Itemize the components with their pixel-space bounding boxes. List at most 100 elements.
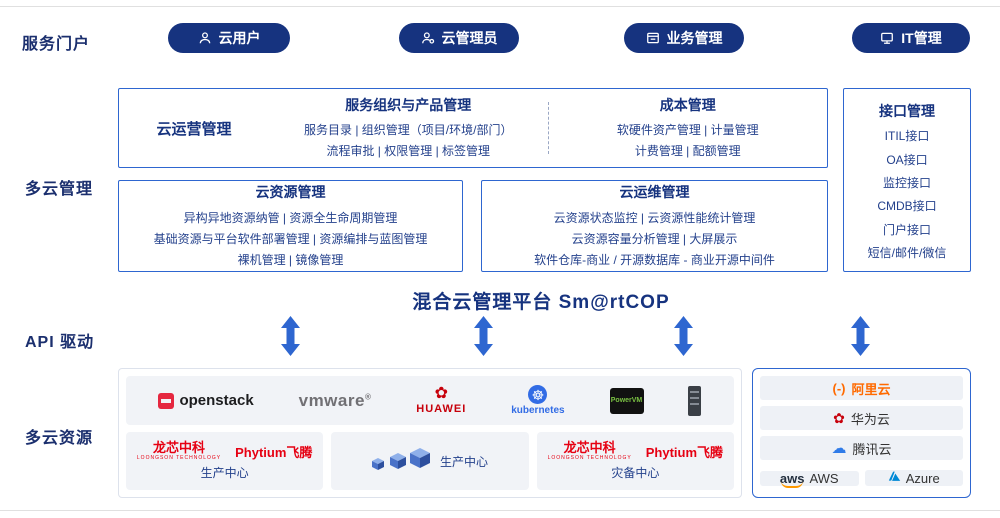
openstack-label: openstack: [179, 392, 254, 409]
phytium-logo: Phytium飞腾: [645, 444, 724, 460]
user-icon: [198, 31, 212, 45]
on-prem-resources-box: openstack vmware® ✿ HUAWEI ☸ kubernetes …: [118, 368, 742, 498]
aws-label: AWS: [809, 470, 839, 486]
interface-item: ITIL接口: [884, 129, 930, 144]
openstack-logo: openstack: [158, 392, 254, 409]
aws-cell: aws AWS: [760, 470, 859, 488]
service-org-line1: 服务目录 | 组织管理（项目/环境/部门）: [304, 122, 513, 137]
vmware-label: vmware: [298, 390, 365, 410]
vmware-logo: vmware®: [298, 390, 372, 410]
api-arrow-icon: [281, 316, 300, 361]
center-label: 灾备中心: [611, 466, 660, 480]
azure-label: Azure: [905, 470, 940, 486]
service-org-line2: 流程审批 | 权限管理 | 标签管理: [326, 143, 491, 158]
production-center-1: 龙芯中科 LOONGSON TECHNOLOGY Phytium飞腾 生产中心: [126, 432, 324, 490]
huawei-logo: ✿ HUAWEI: [416, 385, 467, 416]
disaster-recovery-center: 龙芯中科 LOONGSON TECHNOLOGY Phytium飞腾 灾备中心: [536, 432, 734, 490]
portal-row-label: 服务门户: [22, 36, 91, 53]
cubes-icon: [371, 446, 430, 477]
management-row-label: 多云管理: [25, 181, 94, 198]
loongson-sublabel: LOONGSON TECHNOLOGY: [136, 455, 222, 461]
tencent-cloud-label: 腾讯云: [852, 441, 892, 457]
huawei-cloud-row: ✿ 华为云: [760, 406, 963, 430]
interface-item: 监控接口: [882, 175, 931, 190]
cost-line1: 软硬件资产管理 | 计量管理: [616, 122, 759, 137]
business-window-icon: [646, 31, 660, 45]
dashed-divider: [547, 102, 549, 154]
api-row-label: API 驱动: [25, 334, 95, 351]
loongson-sublabel: LOONGSON TECHNOLOGY: [547, 455, 632, 461]
portal-button-label: IT管理: [901, 30, 942, 46]
cloud-resource-line1: 异构异地资源纳管 | 资源全生命周期管理: [183, 210, 398, 225]
cost-title: 成本管理: [659, 96, 716, 113]
kubernetes-wheel-icon: ☸: [528, 385, 548, 404]
cloud-operations-title: 云运营管理: [156, 120, 232, 138]
api-arrow-icon: [674, 316, 693, 361]
center-label: 生产中心: [439, 454, 488, 469]
interface-title: 接口管理: [879, 103, 935, 119]
huawei-label: HUAWEI: [416, 403, 467, 415]
aws-icon: aws: [779, 470, 805, 488]
portal-button-cloud-user[interactable]: 云用户: [168, 23, 290, 53]
portal-button-business-mgmt[interactable]: 业务管理: [624, 23, 744, 53]
cloud-resource-line2: 基础资源与平台软件部署管理 | 资源编排与蓝图管理: [153, 231, 428, 246]
portal-button-label: 云用户: [218, 30, 261, 46]
phytium-logo: Phytium飞腾: [235, 444, 313, 460]
public-cloud-box: (-) 阿里云 ✿ 华为云 ☁ 腾讯云 aws AWS Azure: [752, 368, 971, 498]
service-org-column: 服务组织与产品管理 服务目录 | 组织管理（项目/环境/部门） 流程审批 | 权…: [269, 95, 548, 162]
admin-user-icon: [421, 31, 435, 45]
azure-cell: Azure: [864, 470, 963, 486]
portal-button-it-mgmt[interactable]: IT管理: [852, 23, 970, 53]
interface-item: CMDB接口: [877, 199, 937, 214]
brand-row: 龙芯中科 LOONGSON TECHNOLOGY Phytium飞腾: [137, 441, 313, 461]
aliyun-label: 阿里云: [851, 381, 891, 397]
bottom-divider: [0, 510, 1000, 511]
cost-column: 成本管理 软硬件资产管理 | 计量管理 计费管理 | 配额管理: [549, 95, 828, 162]
resources-row-label: 多云资源: [25, 430, 94, 447]
tech-logo-strip: openstack vmware® ✿ HUAWEI ☸ kubernetes …: [126, 376, 734, 425]
production-center-2: 生产中心: [331, 432, 529, 490]
tencent-cloud-row: ☁ 腾讯云: [760, 436, 963, 460]
cloud-ops-title: 云运维管理: [619, 183, 690, 200]
huawei-cloud-label: 华为云: [850, 411, 890, 427]
cloud-ops-line3: 软件仓库-商业 / 开源数据库 - 商业开源中间件: [534, 252, 775, 267]
it-monitor-icon: [880, 31, 894, 45]
portal-button-cloud-admin[interactable]: 云管理员: [399, 23, 519, 53]
interface-item: 门户接口: [882, 222, 931, 237]
aliyun-row: (-) 阿里云: [760, 376, 963, 400]
powervm-logo: PowerVM: [609, 387, 644, 414]
kubernetes-label: kubernetes: [511, 405, 565, 416]
cloud-ops-box: 云运维管理 云资源状态监控 | 云资源性能统计管理 云资源容量分析管理 | 大屏…: [481, 180, 828, 272]
cloud-resource-title: 云资源管理: [255, 183, 326, 200]
brand-row: 龙芯中科 LOONGSON TECHNOLOGY Phytium飞腾: [548, 441, 724, 461]
top-divider: [0, 6, 1000, 7]
api-arrow-icon: [851, 316, 870, 361]
service-org-title: 服务组织与产品管理: [345, 96, 472, 113]
portal-button-label: 业务管理: [666, 30, 723, 46]
loongson-logo: 龙芯中科 LOONGSON TECHNOLOGY: [548, 441, 632, 461]
api-arrow-icon: [474, 316, 493, 361]
azure-icon: [888, 470, 901, 486]
interface-item: OA接口: [886, 152, 928, 167]
datacenter-row: 龙芯中科 LOONGSON TECHNOLOGY Phytium飞腾 生产中心 …: [126, 432, 734, 490]
openstack-icon: [158, 392, 175, 409]
cloud-resource-box: 云资源管理 异构异地资源纳管 | 资源全生命周期管理 基础资源与平台软件部署管理…: [118, 180, 463, 272]
cost-line2: 计费管理 | 配额管理: [634, 143, 741, 158]
loongson-label: 龙芯中科: [563, 440, 616, 455]
platform-title: 混合云管理平台 Sm@rtCOP: [412, 292, 670, 313]
aws-azure-row: aws AWS Azure: [760, 466, 963, 490]
cloud-resource-line3: 裸机管理 | 镜像管理: [237, 252, 344, 267]
huawei-flower-icon: ✿: [833, 410, 845, 426]
loongson-label: 龙芯中科: [153, 440, 206, 455]
interface-item: 短信/邮件/微信: [867, 245, 947, 260]
cloud-ops-line1: 云资源状态监控 | 云资源性能统计管理: [553, 210, 756, 225]
tencent-cloud-icon: ☁: [831, 439, 847, 457]
loongson-logo: 龙芯中科 LOONGSON TECHNOLOGY: [137, 441, 221, 461]
aliyun-icon: (-): [832, 380, 846, 396]
server-icon: [688, 385, 702, 416]
center-label: 生产中心: [200, 466, 249, 480]
kubernetes-logo: ☸ kubernetes: [511, 385, 565, 416]
huawei-flower-icon: ✿: [434, 385, 448, 402]
cloud-operations-box: 云运营管理 服务组织与产品管理 服务目录 | 组织管理（项目/环境/部门） 流程…: [118, 88, 828, 168]
cloud-ops-line2: 云资源容量分析管理 | 大屏展示: [571, 231, 738, 246]
